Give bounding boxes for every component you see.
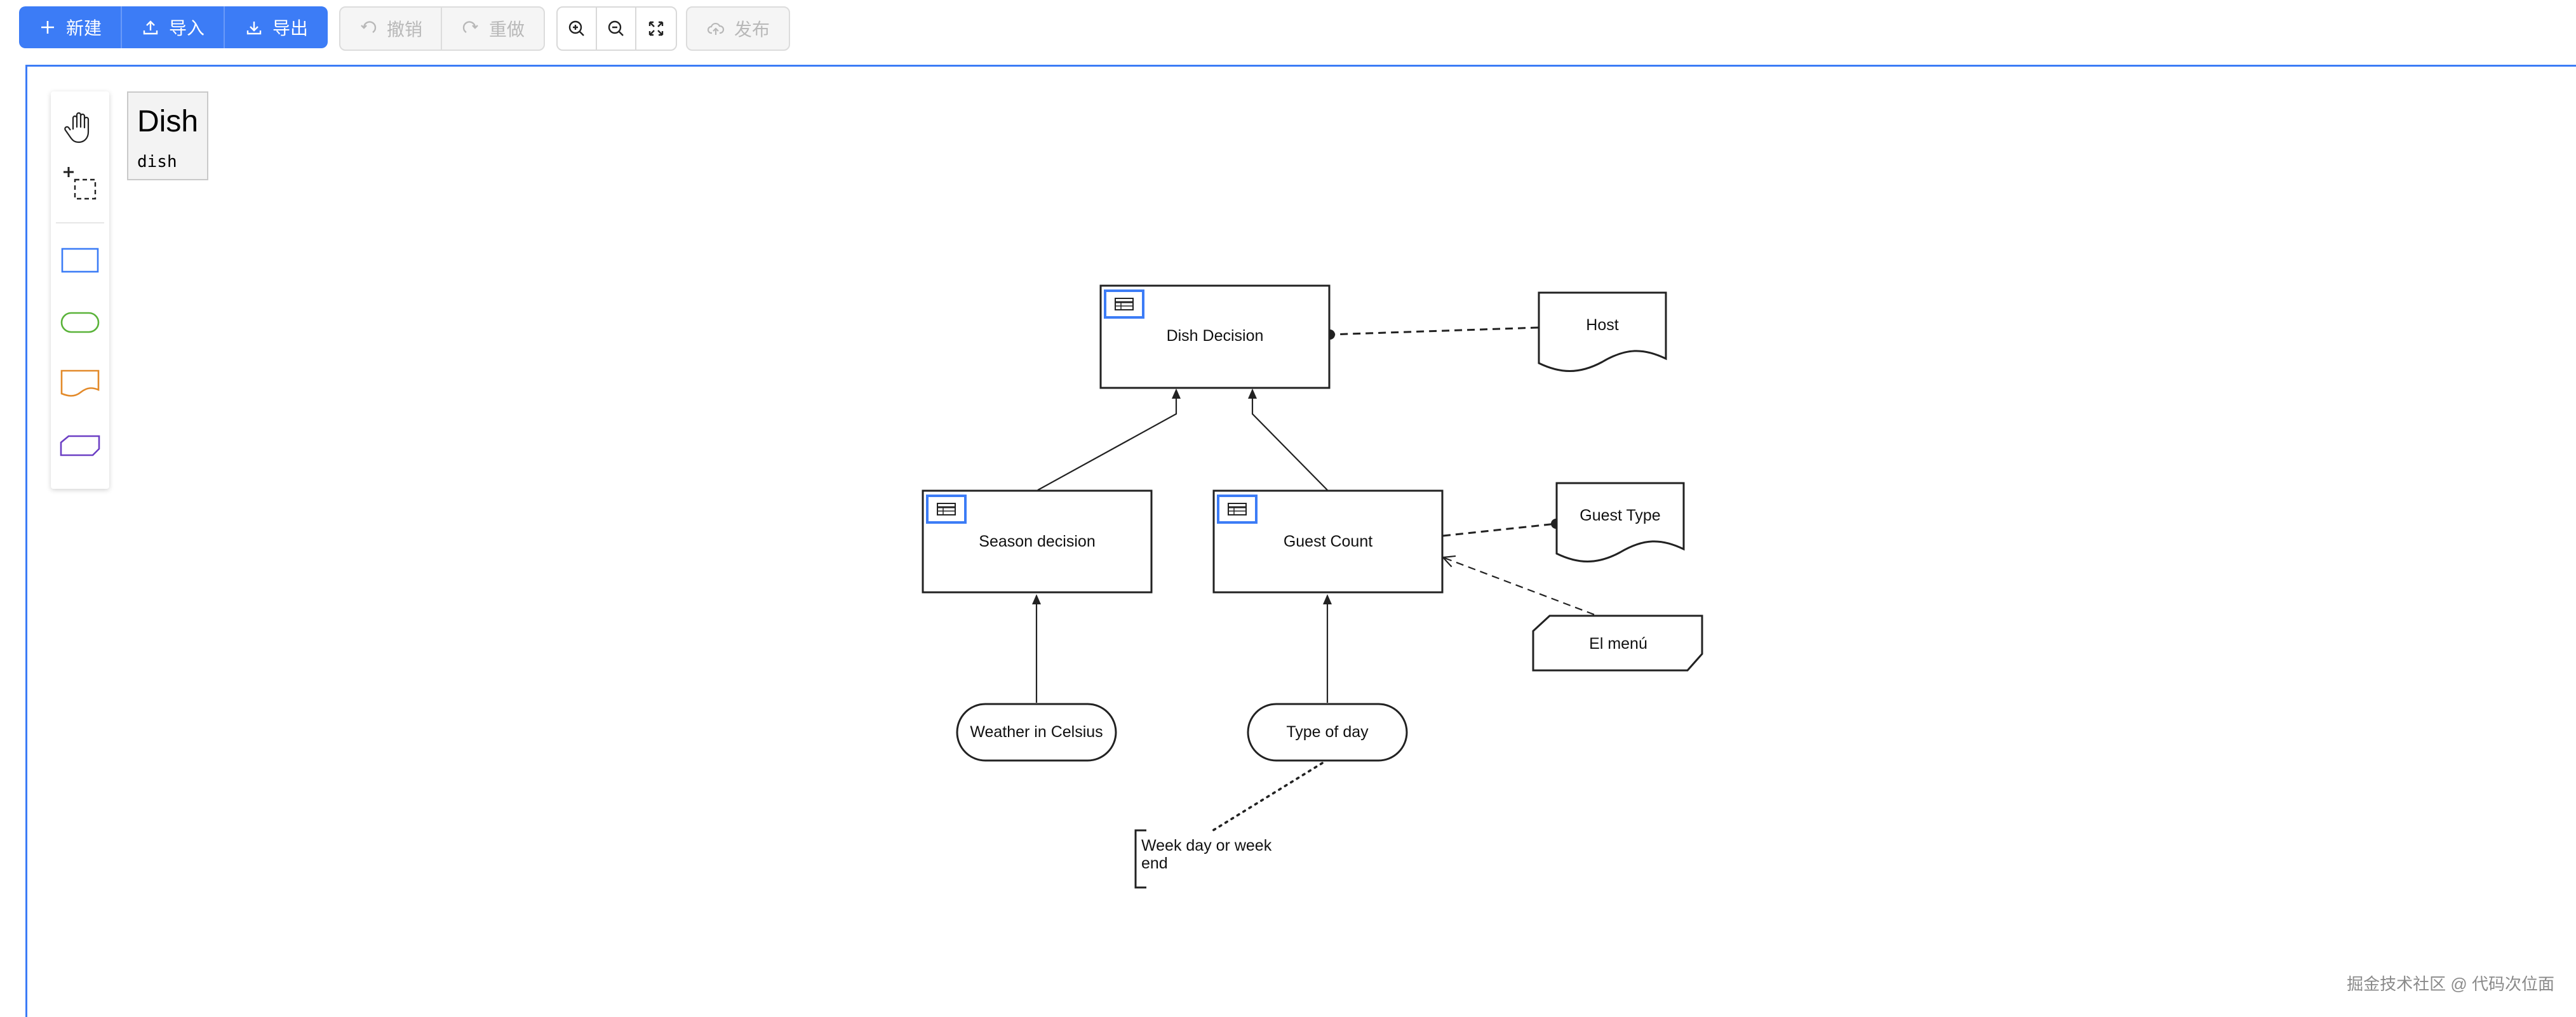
publish-group: 发布 <box>686 6 790 51</box>
lasso-tool[interactable] <box>51 164 109 206</box>
definition-id: dish <box>137 152 177 171</box>
decision-season[interactable]: Season decision <box>922 489 1153 594</box>
el-menu-label: El menú <box>1589 635 1647 653</box>
cloud-upload-icon <box>706 19 725 38</box>
download-icon <box>245 18 264 37</box>
decision-table-icon <box>1217 495 1258 524</box>
decision-guest-count[interactable]: Guest Count <box>1212 489 1444 594</box>
fit-screen-icon <box>647 19 666 38</box>
zoom-in-button[interactable] <box>558 8 597 50</box>
edge-host-to-dish[interactable] <box>1325 326 1539 340</box>
new-button[interactable]: 新建 <box>19 6 122 48</box>
fit-screen-button[interactable] <box>636 8 676 50</box>
zoom-group <box>556 6 677 51</box>
input-data-shape-icon <box>60 312 100 336</box>
redo-button-label: 重做 <box>488 20 525 39</box>
publish-button[interactable]: 发布 <box>687 8 789 50</box>
knowledge-source-host[interactable]: Host <box>1538 291 1667 372</box>
annotation-line-2: end <box>1141 854 1168 872</box>
zoom-out-button[interactable] <box>597 8 636 50</box>
text-annotation[interactable]: Week day or week end <box>1134 829 1272 889</box>
edge-elmenu-to-guestcount[interactable] <box>1443 557 1595 616</box>
hand-tool[interactable] <box>51 108 109 150</box>
type-of-day-label: Type of day <box>1286 723 1369 741</box>
tool-palette <box>51 91 109 489</box>
definition-name: Dish <box>137 105 199 138</box>
hand-tool-icon <box>64 110 96 148</box>
history-group: 撤销 重做 <box>339 6 545 51</box>
undo-button-label: 撤销 <box>386 20 422 39</box>
business-knowledge-el-menu[interactable]: El menú <box>1532 615 1703 672</box>
redo-icon <box>461 19 480 38</box>
file-actions-group: 新建 导入 导出 <box>19 6 328 48</box>
lasso-select-icon <box>62 166 98 204</box>
decision-shape-icon <box>61 248 99 276</box>
decision-table-icon <box>1104 289 1144 319</box>
zoom-out-icon <box>607 19 626 38</box>
publish-button-label: 发布 <box>734 20 770 39</box>
dish-decision-label: Dish Decision <box>1167 327 1264 345</box>
create-decision-tool[interactable] <box>51 239 109 284</box>
guest-count-label: Guest Count <box>1284 533 1372 550</box>
export-button-label: 导出 <box>272 18 308 38</box>
redo-button[interactable]: 重做 <box>442 8 544 50</box>
knowledge-source-shape-icon <box>60 369 100 401</box>
annotation-line-1: Week day or week <box>1141 837 1272 854</box>
input-data-type-of-day[interactable]: Type of day <box>1247 703 1408 762</box>
upload-icon <box>141 18 160 37</box>
create-input-data-tool[interactable] <box>51 301 109 347</box>
weather-label: Weather in Celsius <box>970 723 1103 741</box>
season-decision-label: Season decision <box>979 533 1095 550</box>
edge-guestcount-to-dish[interactable] <box>1248 389 1328 491</box>
host-label: Host <box>1586 316 1618 334</box>
create-knowledge-source-tool[interactable] <box>51 362 109 408</box>
create-business-knowledge-tool[interactable] <box>51 424 109 470</box>
plus-icon <box>38 18 57 37</box>
edge-guesttype-to-guestcount[interactable] <box>1442 519 1561 537</box>
import-button[interactable]: 导入 <box>122 6 225 48</box>
business-knowledge-shape-icon <box>60 435 100 460</box>
toolbar: 新建 导入 导出 撤销 重做 <box>0 0 2576 61</box>
undo-icon <box>359 19 378 38</box>
undo-button[interactable]: 撤销 <box>340 8 442 50</box>
export-button[interactable]: 导出 <box>225 6 328 48</box>
input-data-weather[interactable]: Weather in Celsius <box>956 703 1117 762</box>
edge-typeofday-to-annotation[interactable] <box>1212 762 1324 832</box>
definition-properties-card[interactable]: Dish dish <box>127 91 208 180</box>
import-button-label: 导入 <box>168 18 205 38</box>
knowledge-source-guest-type[interactable]: Guest Type <box>1555 482 1685 562</box>
zoom-in-icon <box>567 19 586 38</box>
decision-table-icon <box>926 495 967 524</box>
new-button-label: 新建 <box>65 18 102 38</box>
decision-dish-decision[interactable]: Dish Decision <box>1099 284 1331 389</box>
guest-type-label: Guest Type <box>1580 507 1660 524</box>
watermark: 掘金技术社区 @ 代码次位面 <box>2347 974 2554 994</box>
palette-divider <box>56 222 104 223</box>
edge-season-to-dish[interactable] <box>1037 389 1181 491</box>
